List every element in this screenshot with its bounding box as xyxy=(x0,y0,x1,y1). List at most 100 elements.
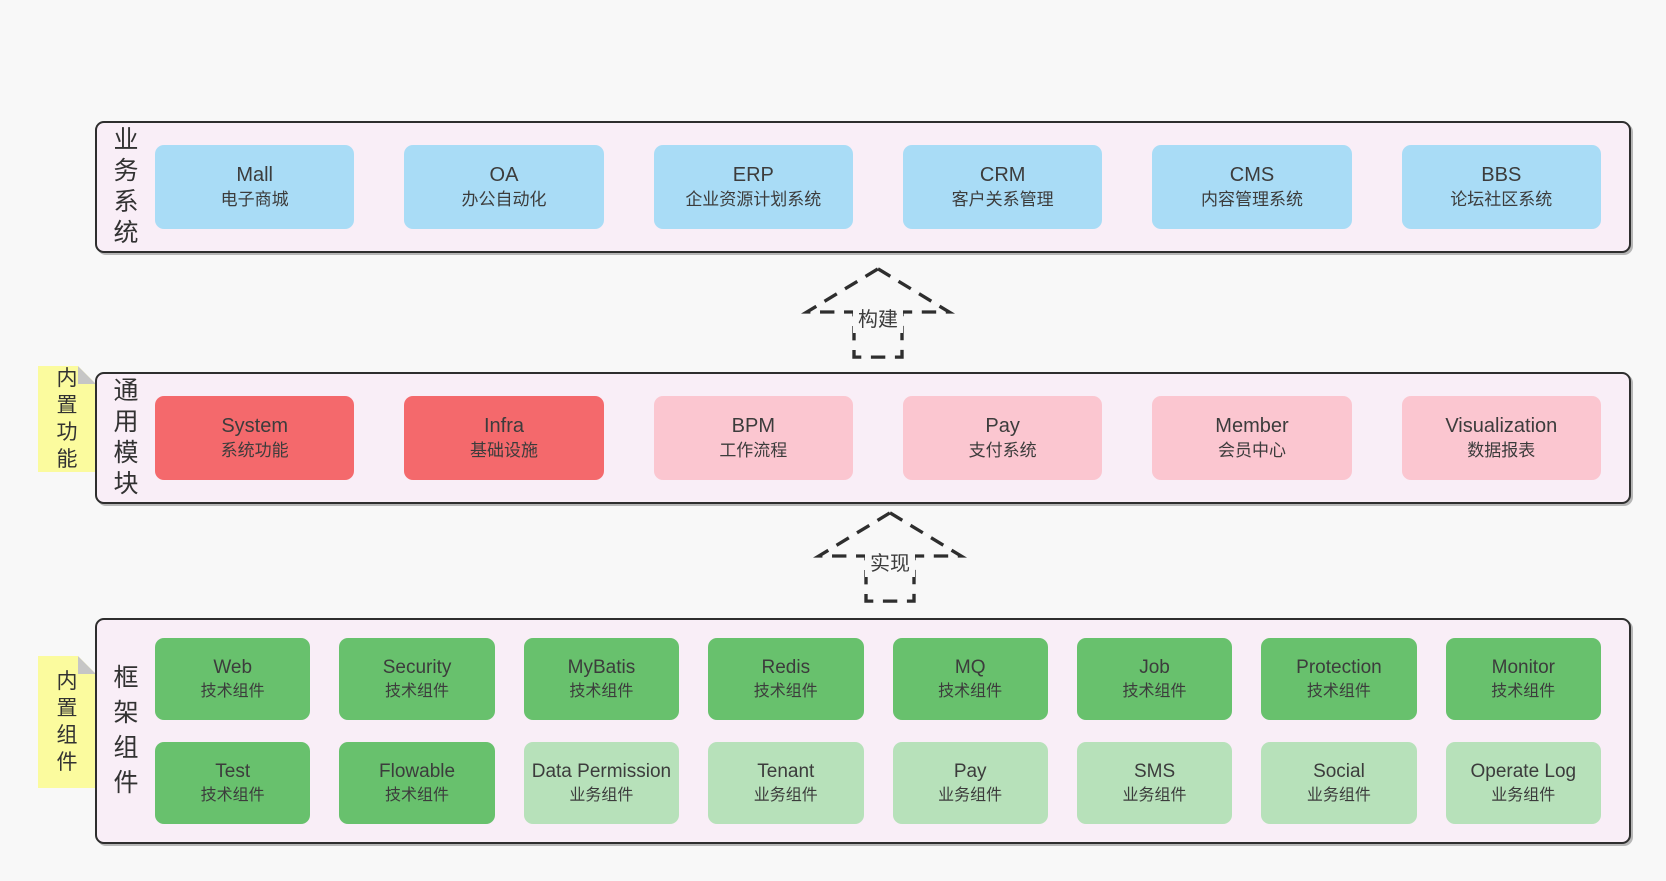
node-title: Redis xyxy=(761,657,811,679)
node-flowable: Flowable 技术组件 xyxy=(339,742,495,824)
node-erp: ERP 企业资源计划系统 xyxy=(653,145,853,229)
node-title: Flowable xyxy=(379,761,456,783)
node-title: Pay xyxy=(953,761,987,783)
node-subtitle: 技术组件 xyxy=(938,683,1003,701)
framework-components-grid: Web 技术组件 Security 技术组件 MyBatis 技术组件 Redi… xyxy=(155,620,1629,842)
band-common-modules: 通 用 模 块 System 系统功能 Infra 基础设施 BPM 工作流程 … xyxy=(95,372,1631,504)
node-title: Data Permission xyxy=(531,761,672,783)
node-monitor: Monitor 技术组件 xyxy=(1445,638,1601,720)
node-job: Job 技术组件 xyxy=(1076,638,1233,720)
node-title: Visualization xyxy=(1445,415,1558,438)
arrow-implement: 实现 xyxy=(810,508,970,604)
node-subtitle: 技术组件 xyxy=(1491,683,1556,701)
node-subtitle: 技术组件 xyxy=(200,683,265,701)
node-subtitle: 基础设施 xyxy=(469,441,538,461)
node-subtitle: 工作流程 xyxy=(719,441,788,461)
node-subtitle: 业务组件 xyxy=(938,787,1003,805)
node-title: CMS xyxy=(1229,164,1275,187)
band-label-business-systems: 业 务 系 统 xyxy=(113,126,139,247)
arrow-label: 实现 xyxy=(865,546,915,577)
node-mq: MQ 技术组件 xyxy=(892,638,1048,720)
node-tenant: Tenant 业务组件 xyxy=(708,742,864,824)
node-title: Infra xyxy=(483,415,524,438)
node-subtitle: 支付系统 xyxy=(968,441,1037,461)
node-title: MyBatis xyxy=(567,657,636,679)
node-subtitle: 会员中心 xyxy=(1217,441,1286,461)
node-title: Protection xyxy=(1296,657,1382,679)
node-subtitle: 技术组件 xyxy=(1306,683,1371,701)
node-title: ERP xyxy=(732,164,774,187)
node-title: MQ xyxy=(954,657,986,679)
node-title: Web xyxy=(213,657,253,679)
node-mall: Mall 电子商城 xyxy=(155,145,355,229)
node-title: Monitor xyxy=(1491,657,1555,679)
band-business-systems: 业 务 系 统 Mall 电子商城 OA 办公自动化 ERP 企业资源计划系统 … xyxy=(95,121,1631,253)
node-subtitle: 内容管理系统 xyxy=(1200,190,1303,210)
node-infra: Infra 基础设施 xyxy=(404,396,604,480)
node-subtitle: 技术组件 xyxy=(385,787,450,805)
node-title: Member xyxy=(1215,415,1289,438)
folded-corner-icon xyxy=(78,656,96,674)
node-bpm: BPM 工作流程 xyxy=(653,396,853,480)
node-title: Test xyxy=(215,761,251,783)
node-subtitle: 论坛社区系统 xyxy=(1450,190,1553,210)
node-subtitle: 技术组件 xyxy=(1122,683,1187,701)
node-subtitle: 系统功能 xyxy=(220,441,289,461)
node-bbs: BBS 论坛社区系统 xyxy=(1401,145,1601,229)
node-subtitle: 技术组件 xyxy=(385,683,450,701)
business-systems-row: Mall 电子商城 OA 办公自动化 ERP 企业资源计划系统 CRM 客户关系… xyxy=(155,123,1629,251)
sticky-note-builtin-components: 内 置 组 件 xyxy=(38,656,96,788)
node-subtitle: 客户关系管理 xyxy=(951,190,1054,210)
node-title: Security xyxy=(382,657,452,679)
node-title: SMS xyxy=(1133,761,1176,783)
node-title: OA xyxy=(489,164,519,187)
node-title: Operate Log xyxy=(1470,761,1577,783)
node-title: Social xyxy=(1313,761,1365,783)
node-subtitle: 技术组件 xyxy=(753,683,818,701)
node-subtitle: 办公自动化 xyxy=(461,190,547,210)
node-subtitle: 企业资源计划系统 xyxy=(685,190,822,210)
node-crm: CRM 客户关系管理 xyxy=(902,145,1103,229)
node-title: BPM xyxy=(731,415,775,438)
common-modules-row: System 系统功能 Infra 基础设施 BPM 工作流程 Pay 支付系统… xyxy=(155,374,1629,502)
node-subtitle: 业务组件 xyxy=(1491,787,1556,805)
node-visualization: Visualization 数据报表 xyxy=(1401,396,1601,480)
node-pay: Pay 支付系统 xyxy=(902,396,1103,480)
sticky-label: 内 置 组 件 xyxy=(56,670,78,774)
arrow-label: 构建 xyxy=(853,302,903,333)
sticky-label: 内 置 功 能 xyxy=(56,367,78,471)
node-mybatis: MyBatis 技术组件 xyxy=(523,638,680,720)
node-title: BBS xyxy=(1481,164,1522,187)
node-subtitle: 业务组件 xyxy=(569,787,634,805)
node-subtitle: 电子商城 xyxy=(220,190,289,210)
node-title: Mall xyxy=(236,164,273,187)
node-subtitle: 技术组件 xyxy=(200,787,265,805)
node-subtitle: 数据报表 xyxy=(1467,441,1536,461)
band-framework-components: 框 架 组 件 Web 技术组件 Security 技术组件 MyBatis 技… xyxy=(95,618,1631,844)
tech-components-row: Web 技术组件 Security 技术组件 MyBatis 技术组件 Redi… xyxy=(155,638,1601,720)
node-data-permission: Data Permission 业务组件 xyxy=(523,742,680,824)
band-label-common-modules: 通 用 模 块 xyxy=(113,377,139,498)
node-title: Tenant xyxy=(757,761,815,783)
node-sms: SMS 业务组件 xyxy=(1076,742,1233,824)
node-title: Pay xyxy=(985,415,1020,438)
node-cms: CMS 内容管理系统 xyxy=(1152,145,1352,229)
node-oa: OA 办公自动化 xyxy=(404,145,604,229)
node-member: Member 会员中心 xyxy=(1152,396,1352,480)
node-subtitle: 技术组件 xyxy=(569,683,634,701)
business-components-row: Test 技术组件 Flowable 技术组件 Data Permission … xyxy=(155,742,1601,824)
node-security: Security 技术组件 xyxy=(339,638,495,720)
node-title: Job xyxy=(1139,657,1170,679)
node-social: Social 业务组件 xyxy=(1261,742,1417,824)
node-operate-log: Operate Log 业务组件 xyxy=(1445,742,1601,824)
node-protection: Protection 技术组件 xyxy=(1261,638,1417,720)
node-subtitle: 业务组件 xyxy=(1306,787,1371,805)
node-redis: Redis 技术组件 xyxy=(708,638,864,720)
node-test: Test 技术组件 xyxy=(155,742,311,824)
folded-corner-icon xyxy=(78,366,96,384)
node-subtitle: 业务组件 xyxy=(753,787,818,805)
arrow-build: 构建 xyxy=(798,264,958,360)
node-title: System xyxy=(221,415,288,438)
node-title: CRM xyxy=(979,164,1026,187)
